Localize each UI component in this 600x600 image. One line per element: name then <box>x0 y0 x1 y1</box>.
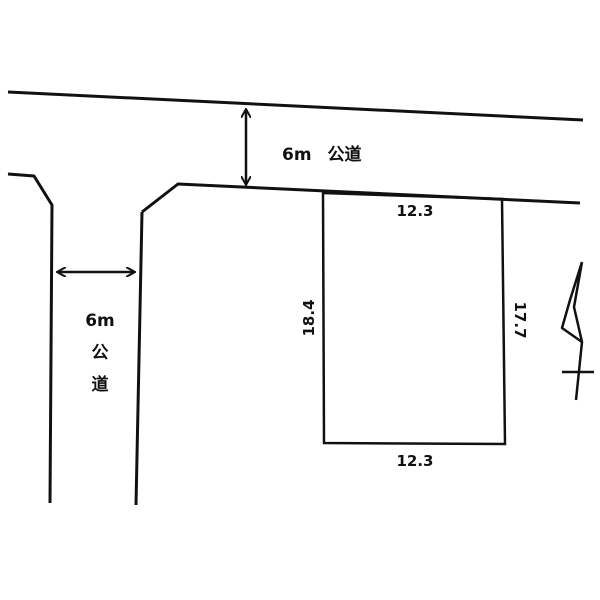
top-road-width: 6m <box>282 145 312 165</box>
top-road-lower-edge <box>141 182 581 214</box>
left-road-left-edge <box>7 172 54 504</box>
left-road-right-edge <box>134 211 144 506</box>
left-road-name-char-2: 道 <box>92 374 109 395</box>
left-road-name-char-1: 公 <box>92 343 109 363</box>
lot-bottom-width: 12.3 <box>396 452 433 470</box>
lot-outline <box>321 191 507 446</box>
top-road-upper-edge <box>7 90 584 122</box>
top-road-name: 公道 <box>327 144 361 165</box>
lot-right-depth: 17.7 <box>511 301 529 338</box>
lot-left-depth: 18.4 <box>300 299 318 336</box>
lot-top-frontage: 12.3 <box>396 202 433 220</box>
left-road-width: 6m <box>85 311 115 331</box>
north-arrow-icon <box>560 261 594 401</box>
top-road-label: 6m 公道 <box>282 144 361 165</box>
